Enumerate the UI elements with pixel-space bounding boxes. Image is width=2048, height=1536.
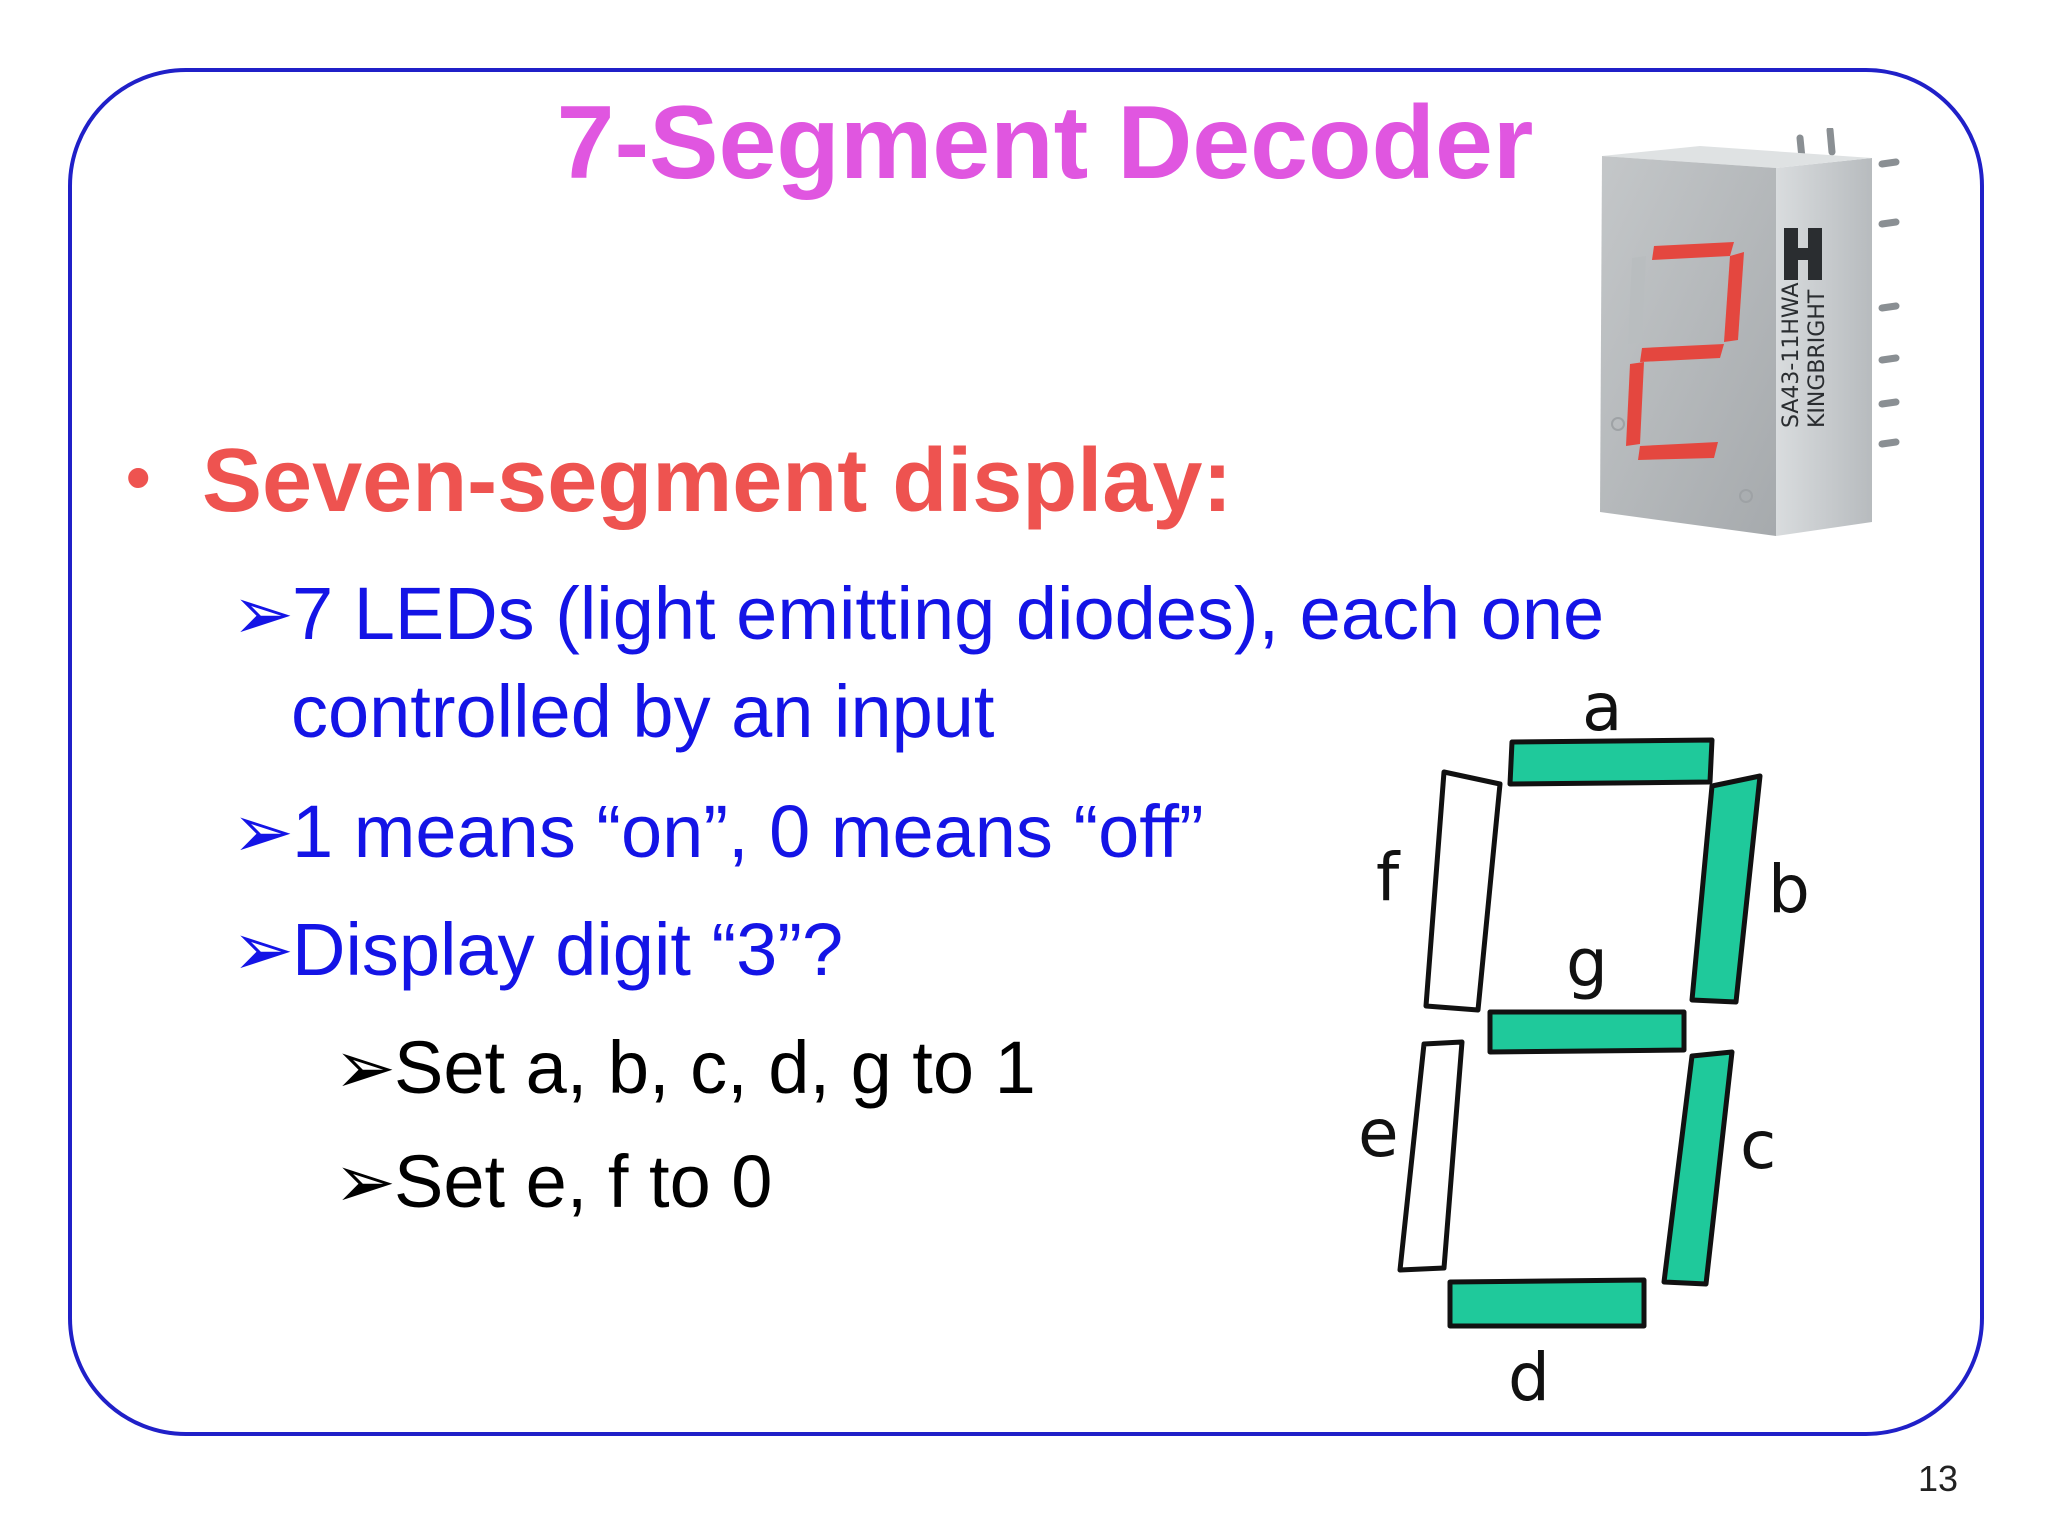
seven-segment-diagram: a b c d e f g — [1358, 690, 1810, 1416]
label-f: f — [1376, 839, 1401, 916]
label-c: c — [1740, 1107, 1776, 1184]
label-d: d — [1508, 1339, 1550, 1416]
segment-g — [1487, 1009, 1687, 1055]
seven-segment-photo: KINGBRIGHT SA43-11HWA — [1600, 128, 1900, 536]
label-e: e — [1358, 1095, 1399, 1172]
segment-a — [1507, 737, 1715, 787]
label-g: g — [1566, 925, 1608, 1002]
sub-item-2-text: 1 means “on”, 0 means “off” — [292, 790, 1204, 873]
segment-d — [1447, 1277, 1647, 1329]
sub-sub-item-1: ➢Set a, b, c, d, g to 1 — [334, 1020, 1036, 1116]
sub-item-2: ➢1 means “on”, 0 means “off” — [232, 784, 1204, 880]
photo-part-text: SA43-11HWA — [1779, 283, 1804, 429]
slide-frame — [68, 68, 1984, 1436]
sub-item-1-line2: controlled by an input — [291, 670, 995, 753]
arrow-bullet-icon: ➢ — [232, 790, 295, 873]
bullet-dot: • — [126, 438, 151, 516]
arrow-bullet-icon: ➢ — [232, 572, 295, 655]
sub-sub-item-2-text: Set e, f to 0 — [394, 1140, 773, 1223]
label-a: a — [1582, 690, 1622, 746]
arrow-bullet-icon: ➢ — [334, 1026, 397, 1109]
arrow-bullet-icon: ➢ — [232, 908, 295, 991]
segment-f — [1423, 769, 1503, 1013]
sub-item-1: ➢7 LEDs (light emitting diodes), each on… — [232, 566, 1604, 662]
arrow-bullet-icon: ➢ — [334, 1140, 397, 1223]
page-number: 13 — [1918, 1458, 1959, 1499]
segment-c — [1661, 1049, 1735, 1287]
main-bullet-text: Seven-segment display: — [202, 431, 1233, 531]
segment-b — [1689, 773, 1763, 1005]
sub-sub-item-2: ➢Set e, f to 0 — [334, 1134, 772, 1230]
label-b: b — [1768, 851, 1810, 928]
sub-sub-item-1-text: Set a, b, c, d, g to 1 — [394, 1026, 1036, 1109]
main-bullet: • Seven-segment display: — [126, 432, 1232, 531]
sub-item-3: ➢Display digit “3”? — [232, 902, 843, 998]
slide-title: 7-Segment Decoder — [556, 85, 1534, 201]
segment-e — [1397, 1039, 1465, 1273]
sub-item-3-text: Display digit “3”? — [292, 908, 844, 991]
sub-item-1-line1: 7 LEDs (light emitting diodes), each one — [292, 572, 1605, 655]
photo-brand-text: KINGBRIGHT — [1805, 289, 1830, 428]
